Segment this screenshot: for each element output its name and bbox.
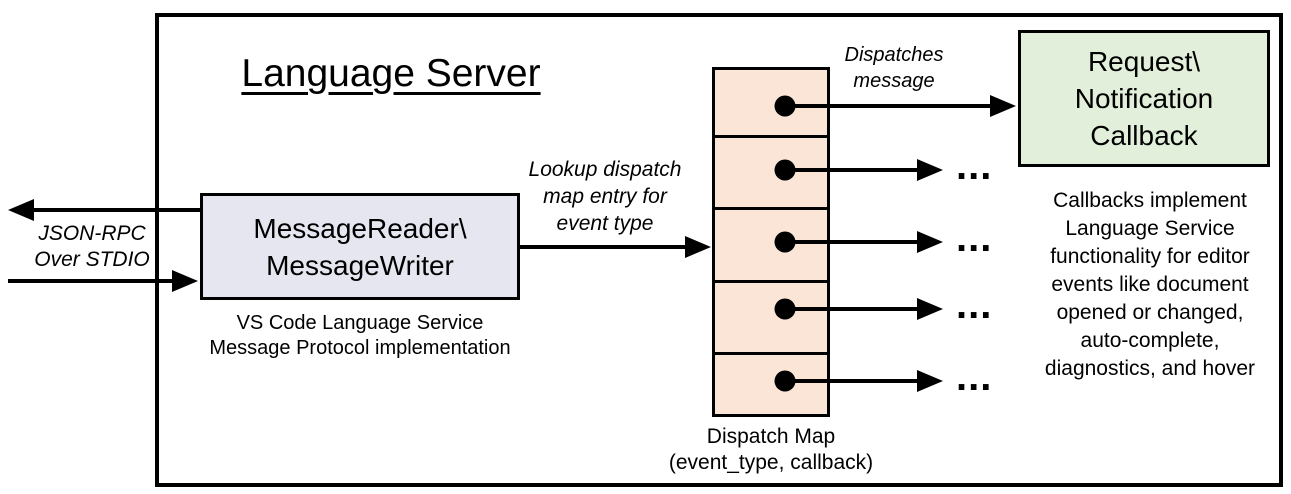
lookup-label-line2: map entry for bbox=[543, 185, 667, 208]
more-callbacks-ellipsis: ... bbox=[956, 355, 993, 399]
callbacks-description-line: opened or changed, bbox=[1056, 301, 1244, 324]
dispatch-map-cell bbox=[715, 280, 827, 352]
message-caption-line1: VS Code Language Service bbox=[236, 312, 484, 334]
message-box-caption: VS Code Language Service Message Protoco… bbox=[160, 311, 560, 361]
dispatch-map-caption-line1: Dispatch Map bbox=[706, 425, 836, 448]
callbacks-description-line: events like document bbox=[1051, 273, 1249, 296]
dispatch-map-cell bbox=[715, 135, 827, 207]
message-box-line1: MessageReader\ bbox=[253, 212, 467, 244]
more-callbacks-ellipsis: ... bbox=[956, 144, 993, 188]
request-notification-callback-box: Request\ Notification Callback bbox=[1018, 30, 1270, 167]
callbacks-description-line: Callbacks implement bbox=[1053, 189, 1247, 212]
callbacks-description-line: diagnostics, and hover bbox=[1044, 357, 1256, 380]
message-reader-writer-box: MessageReader\ MessageWriter bbox=[200, 193, 520, 300]
callbacks-description: Callbacks implement Language Service fun… bbox=[1012, 187, 1288, 383]
message-box-line2: MessageWriter bbox=[266, 249, 454, 281]
jsonrpc-label-line1: JSON-RPC bbox=[38, 222, 146, 245]
message-caption-line2: Message Protocol implementation bbox=[209, 337, 511, 359]
lookup-label-line3: event type bbox=[556, 212, 654, 235]
callbacks-description-line: Language Service bbox=[1065, 217, 1235, 240]
jsonrpc-stdio-label: JSON-RPC Over STDIO bbox=[8, 221, 176, 273]
dispatch-map-caption: Dispatch Map (event_type, callback) bbox=[640, 424, 902, 476]
more-callbacks-ellipsis: ... bbox=[956, 216, 993, 260]
dispatch-map-cell bbox=[715, 70, 827, 135]
dispatches-label-line1: Dispatches bbox=[844, 44, 944, 66]
dispatches-label-line2: message bbox=[853, 70, 935, 92]
dispatch-map-cell bbox=[715, 207, 827, 280]
language-server-boundary-box bbox=[155, 13, 1283, 487]
dispatch-map bbox=[712, 67, 830, 417]
dispatch-map-caption-line2: (event_type, callback) bbox=[668, 451, 874, 474]
lookup-label-line1: Lookup dispatch bbox=[528, 158, 682, 181]
callback-box-line3: Callback bbox=[1090, 120, 1198, 151]
jsonrpc-label-line2: Over STDIO bbox=[34, 248, 150, 271]
diagram-title: Language Server bbox=[241, 52, 541, 95]
lookup-dispatch-label: Lookup dispatch map entry for event type bbox=[505, 156, 705, 237]
callbacks-description-line: auto-complete, bbox=[1080, 329, 1220, 352]
dispatches-message-label: Dispatches message bbox=[824, 42, 964, 94]
callback-box-line1: Request\ bbox=[1087, 46, 1201, 77]
callback-box-line2: Notification bbox=[1074, 83, 1214, 114]
callbacks-description-line: functionality for editor bbox=[1050, 245, 1250, 268]
dispatch-map-cell bbox=[715, 352, 827, 414]
more-callbacks-ellipsis: ... bbox=[956, 283, 993, 327]
